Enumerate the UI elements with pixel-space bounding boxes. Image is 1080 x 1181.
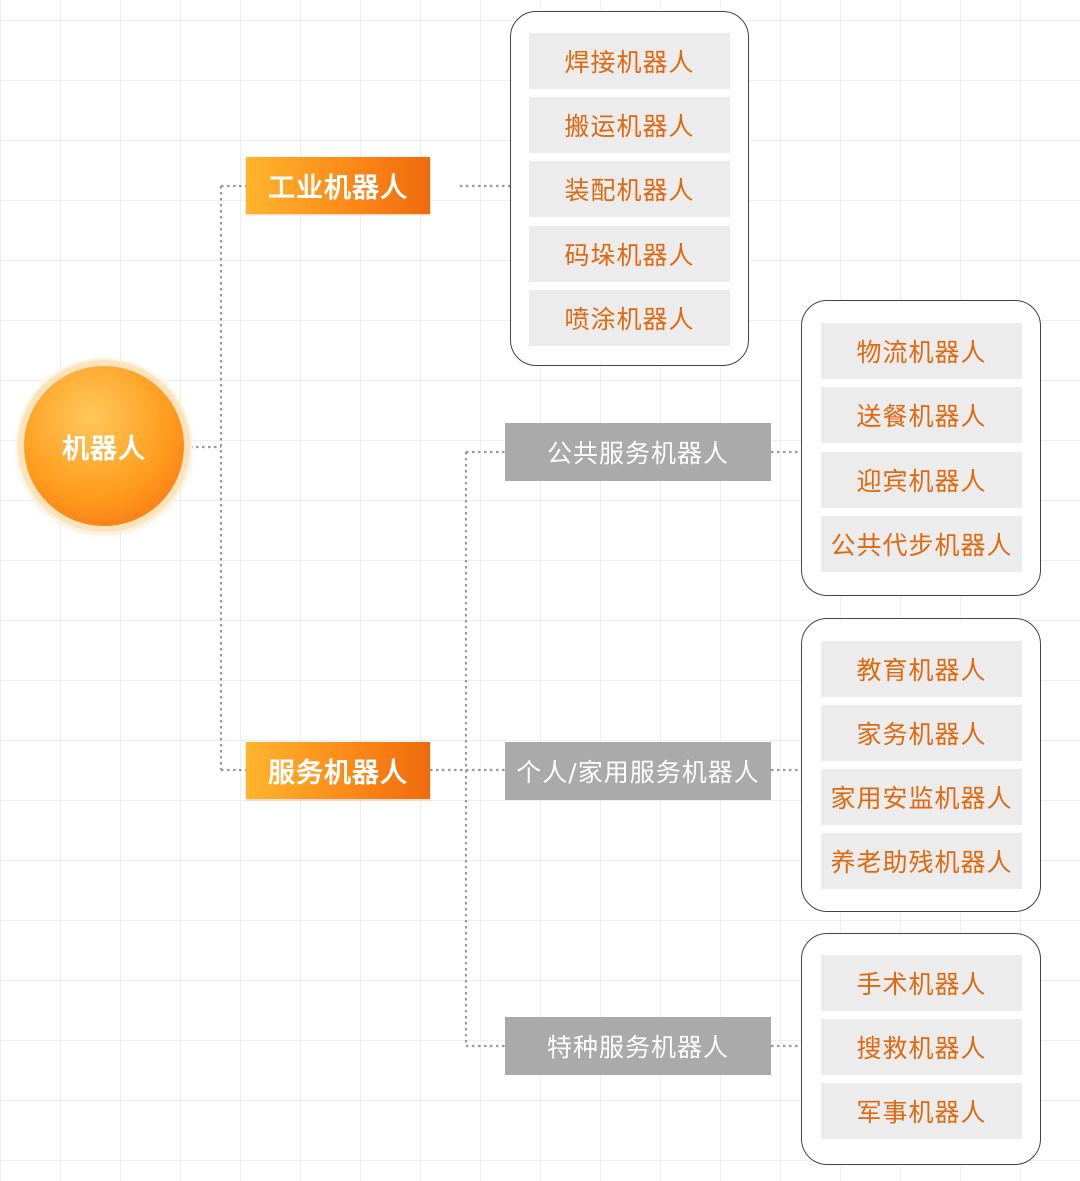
leaf-label: 公共代步机器人 [830,531,1013,560]
special-service-robot-label: 特种服务机器人 [546,1033,729,1062]
leaf-assembly-robot: 装配机器人 [529,161,730,217]
leaf-label: 家务机器人 [856,720,987,749]
leaf-label: 教育机器人 [856,656,987,685]
public-service-robot-node: 公共服务机器人 [505,423,771,481]
leaf-elderly-care-robot: 养老助残机器人 [821,833,1022,889]
industrial-robot-node: 工业机器人 [246,157,430,214]
special-service-robot-node: 特种服务机器人 [505,1017,771,1075]
personal-service-robot-node: 个人/家用服务机器人 [505,742,771,800]
leaf-reception-robot: 迎宾机器人 [821,452,1022,508]
industrial-robot-label: 工业机器人 [268,173,408,204]
leaf-label: 军事机器人 [856,1098,987,1127]
leaf-logistics-robot: 物流机器人 [821,323,1022,379]
public-service-robot-group: 物流机器人 送餐机器人 迎宾机器人 公共代步机器人 [801,300,1041,596]
leaf-spraying-robot: 喷涂机器人 [529,290,730,346]
leaf-label: 搬运机器人 [564,112,695,141]
leaf-handling-robot: 搬运机器人 [529,97,730,153]
leaf-education-robot: 教育机器人 [821,641,1022,697]
leaf-food-delivery-robot: 送餐机器人 [821,387,1022,443]
leaf-label: 养老助残机器人 [830,848,1013,877]
leaf-label: 家用安监机器人 [830,784,1013,813]
leaf-label: 搜救机器人 [856,1034,987,1063]
industrial-robot-group: 焊接机器人 搬运机器人 装配机器人 码垛机器人 喷涂机器人 [510,11,749,366]
leaf-label: 焊接机器人 [564,48,695,77]
leaf-surgical-robot: 手术机器人 [821,955,1022,1011]
personal-service-robot-label: 个人/家用服务机器人 [516,758,760,787]
leaf-label: 喷涂机器人 [564,305,695,334]
leaf-label: 送餐机器人 [856,402,987,431]
leaf-label: 装配机器人 [564,176,695,205]
leaf-housework-robot: 家务机器人 [821,705,1022,761]
leaf-label: 物流机器人 [856,338,987,367]
root-node-label: 机器人 [62,433,146,465]
leaf-public-transport-robot: 公共代步机器人 [821,516,1022,572]
leaf-label: 迎宾机器人 [856,467,987,496]
leaf-label: 码垛机器人 [564,241,695,270]
leaf-military-robot: 军事机器人 [821,1083,1022,1139]
service-robot-node: 服务机器人 [246,742,430,799]
root-node: 机器人 [18,360,190,532]
public-service-robot-label: 公共服务机器人 [546,439,729,468]
personal-service-robot-group: 教育机器人 家务机器人 家用安监机器人 养老助残机器人 [801,618,1041,912]
leaf-palletizing-robot: 码垛机器人 [529,226,730,282]
service-robot-label: 服务机器人 [268,758,408,789]
leaf-label: 手术机器人 [856,970,987,999]
leaf-rescue-robot: 搜救机器人 [821,1019,1022,1075]
leaf-home-security-robot: 家用安监机器人 [821,769,1022,825]
leaf-welding-robot: 焊接机器人 [529,33,730,89]
special-service-robot-group: 手术机器人 搜救机器人 军事机器人 [801,933,1041,1165]
